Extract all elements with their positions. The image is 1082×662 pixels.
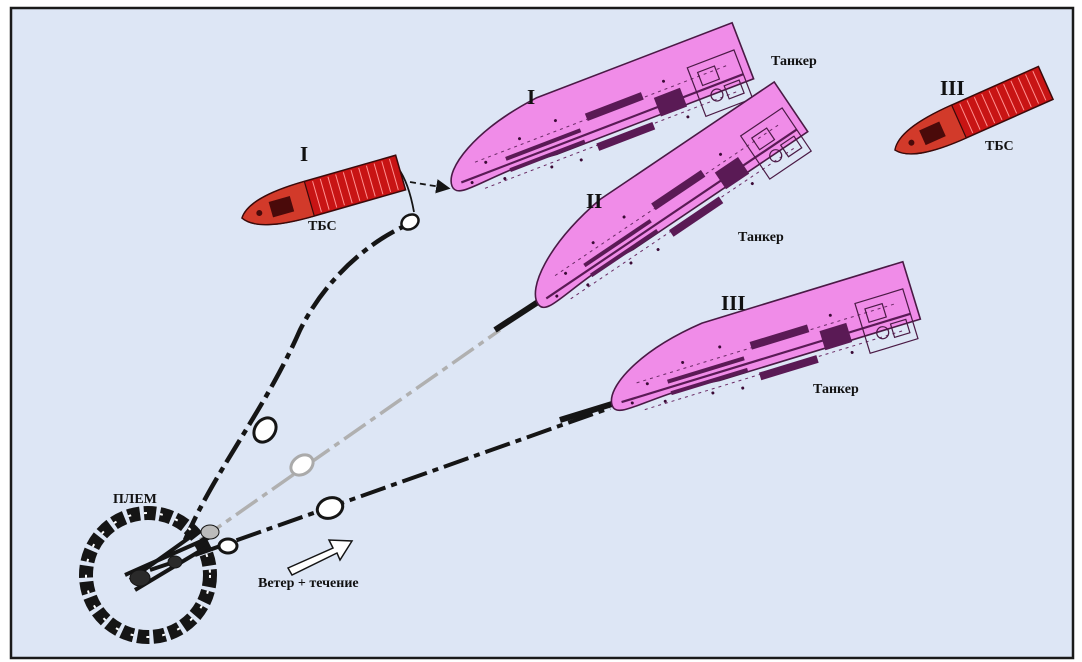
- tanker-1-position-label: I: [527, 85, 535, 109]
- environment-label: Ветер + течение: [258, 576, 359, 591]
- buoy-label: ПЛЕМ: [113, 492, 157, 507]
- tanker-3-position-label: III: [721, 291, 746, 315]
- tanker-3-name-label: Танкер: [813, 382, 859, 397]
- tbs-1-name-label: ТБС: [308, 219, 337, 234]
- tbs-1-position-label: I: [300, 142, 308, 166]
- tanker-2-name-label: Танкер: [738, 230, 784, 245]
- tbs-3-position-label: III: [940, 76, 965, 100]
- tanker-1-name-label: Танкер: [771, 54, 817, 69]
- tbs-3-name-label: ТБС: [985, 139, 1014, 154]
- tanker-2-position-label: II: [586, 189, 602, 213]
